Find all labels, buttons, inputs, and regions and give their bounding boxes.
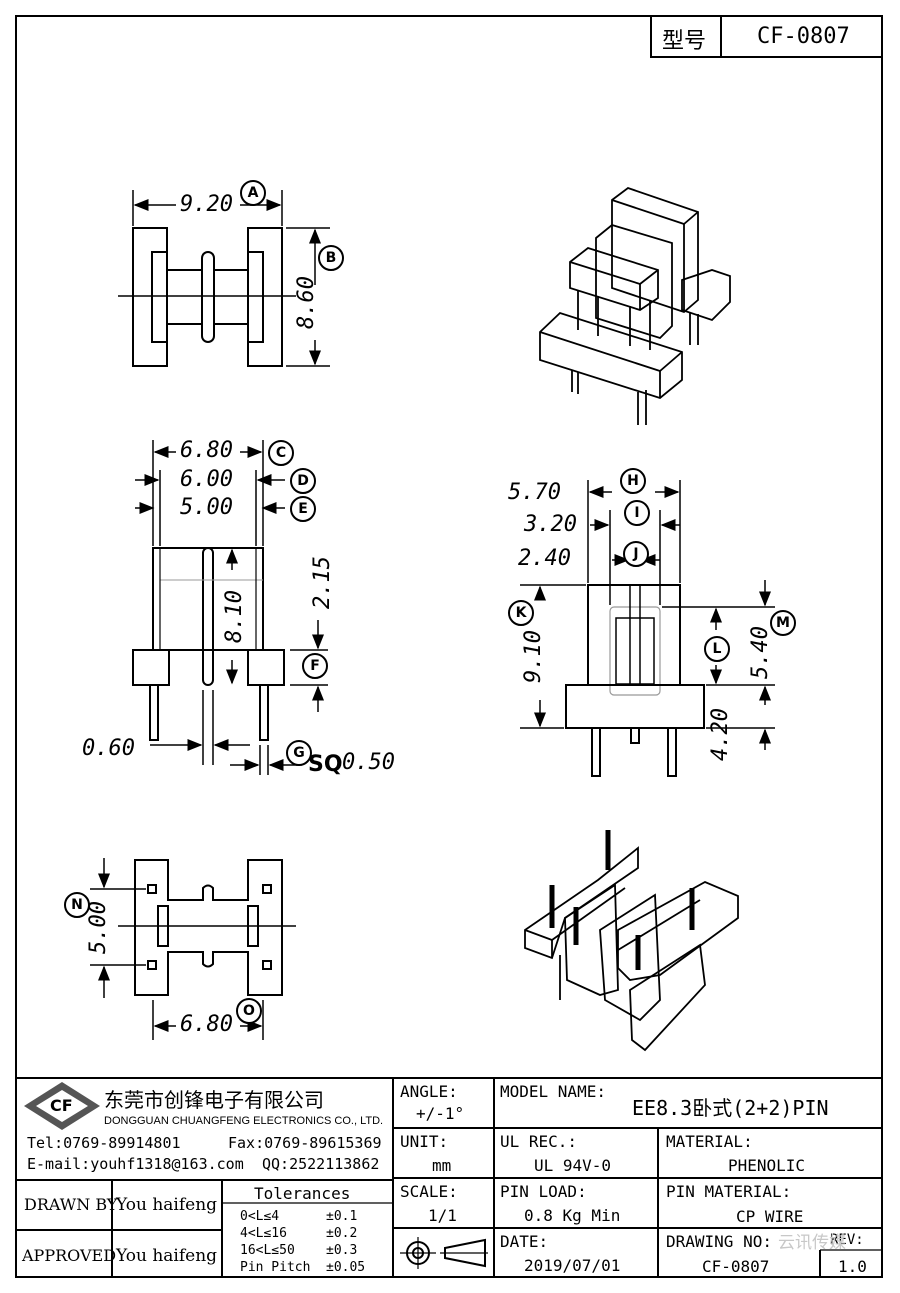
tol-val-2: ±0.3	[326, 1243, 358, 1258]
dim-j-tag: J	[623, 541, 649, 567]
ul-label: UL REC.:	[500, 1132, 578, 1151]
dim-base-height: 4.20	[707, 708, 733, 761]
dim-f-value: 2.15	[309, 556, 335, 609]
unit-label: UNIT:	[400, 1132, 449, 1151]
model-name: EE8.3卧式(2+2)PIN	[632, 1096, 829, 1120]
company-name-en: DONGGUAN CHUANGFENG ELECTRONICS CO., LTD…	[104, 1115, 384, 1127]
angle-label: ANGLE:	[400, 1082, 458, 1101]
dim-d-tag: D	[290, 468, 316, 494]
dim-b-tag: B	[318, 245, 344, 271]
dim-e-tag: E	[290, 496, 316, 522]
dim-h-tag: H	[620, 468, 646, 494]
tol-val-1: ±0.2	[326, 1226, 358, 1241]
iso-view-bottom	[524, 830, 739, 1052]
scale-value: 1/1	[428, 1206, 457, 1225]
dim-o-tag: O	[236, 998, 262, 1024]
dim-m-tag: M	[770, 610, 796, 636]
drawing-no-label: DRAWING NO:	[666, 1232, 772, 1251]
dim-k-tag: K	[508, 600, 534, 626]
dim-m-value: 5.40	[747, 626, 773, 679]
dim-c-tag: C	[268, 440, 294, 466]
top-view	[118, 190, 330, 367]
tolerance-title: Tolerances	[254, 1184, 351, 1203]
dim-f-tag: F	[302, 653, 328, 679]
unit-value: mm	[432, 1156, 452, 1175]
model-label: 型号	[662, 29, 707, 54]
company-logo	[24, 1082, 100, 1130]
dim-j-value: 2.40	[518, 546, 571, 571]
dim-k-value: 9.10	[520, 630, 546, 683]
qq: QQ:2522113862	[262, 1155, 380, 1173]
tol-val-0: ±0.1	[326, 1209, 358, 1224]
company-name-cn: 东莞市创锋电子有限公司	[104, 1088, 324, 1112]
dim-g-sq: SQ	[308, 752, 343, 777]
approved-label: APPROVED	[22, 1246, 117, 1265]
iso-view-top	[539, 186, 731, 425]
dim-d-value: 6.00	[180, 467, 233, 492]
tol-range-0: 0<L≤4	[240, 1209, 280, 1224]
email: E-mail:youhf1318@163.com	[27, 1155, 244, 1173]
tol-range-3: Pin Pitch	[240, 1260, 311, 1275]
title-block-grid	[15, 1077, 883, 1278]
bottom-view	[90, 858, 296, 1040]
tol-val-3: ±0.05	[326, 1260, 366, 1275]
dim-i-value: 3.20	[524, 512, 577, 537]
logo-text: CF	[50, 1096, 73, 1115]
drawing-no: CF-0807	[702, 1257, 770, 1276]
date-label: DATE:	[500, 1232, 549, 1251]
tel: Tel:0769-89914801	[27, 1134, 181, 1152]
watermark: 云讯传媒	[778, 1233, 846, 1253]
tol-range-2: 16<L≤50	[240, 1243, 295, 1258]
dim-n-tag: N	[64, 892, 90, 918]
drawn-by-label: DRAWN BY	[24, 1195, 118, 1214]
scale-label: SCALE:	[400, 1182, 458, 1201]
dim-l-tag: L	[704, 636, 730, 662]
drawing-frame	[15, 15, 883, 1278]
model-name-label: MODEL NAME:	[500, 1082, 606, 1101]
dim-h-value: 5.70	[508, 480, 561, 505]
dim-b-value: 8.60	[293, 276, 319, 329]
drawn-by: You haifeng	[116, 1195, 218, 1215]
angle-value: +/-1°	[416, 1104, 465, 1123]
material-label: MATERIAL:	[666, 1132, 753, 1151]
pin-load-label: PIN LOAD:	[500, 1182, 587, 1201]
dim-i-tag: I	[624, 500, 650, 526]
material-value: PHENOLIC	[728, 1156, 806, 1175]
dim-a-tag: A	[240, 180, 266, 206]
date-value: 2019/07/01	[524, 1256, 621, 1275]
pin-material-value: CP WIRE	[736, 1207, 804, 1226]
ul-value: UL 94V-0	[534, 1156, 612, 1175]
dim-c-value: 6.80	[180, 438, 233, 463]
dim-n-value: 5.00	[85, 901, 111, 954]
model-header: 型号 CF-0807	[650, 15, 883, 58]
pin-load-value: 0.8 Kg Min	[524, 1206, 621, 1225]
rev-value: 1.0	[838, 1257, 867, 1276]
dim-a-value: 9.20	[180, 192, 233, 217]
dim-g-tag: G	[286, 740, 312, 766]
front-view	[132, 440, 328, 775]
dim-g-left: 0.60	[82, 736, 135, 761]
side-view	[520, 480, 775, 777]
tol-range-1: 4<L≤16	[240, 1226, 287, 1241]
dim-o-value: 6.80	[180, 1012, 233, 1037]
pin-material-label: PIN MATERIAL:	[666, 1182, 792, 1201]
fax: Fax:0769-89615369	[228, 1134, 382, 1152]
dim-e-value: 5.00	[180, 495, 233, 520]
model-value: CF-0807	[757, 24, 850, 49]
dim-inner-height: 8.10	[221, 590, 247, 643]
approved-by: You haifeng	[116, 1246, 218, 1266]
dim-g-value: 0.50	[342, 750, 395, 775]
rev-label: REV:	[830, 1232, 864, 1248]
